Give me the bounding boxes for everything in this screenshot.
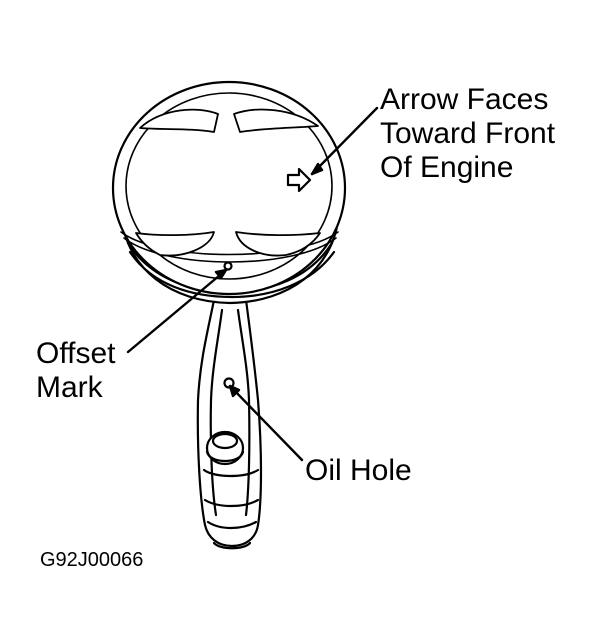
- valve-reliefs: [135, 108, 321, 257]
- arrow-faces-line-3: Of Engine: [380, 151, 514, 184]
- oil-hole-callout: Oil Hole: [305, 454, 412, 488]
- connecting-rod: [196, 298, 263, 550]
- wrist-pin-boss: [205, 430, 245, 466]
- arrow-faces-line-2: Toward Front: [380, 117, 556, 150]
- offset-mark-callout: Offset Mark: [36, 337, 115, 405]
- front-arrow-icon: [286, 167, 312, 193]
- leader-lines: [126, 106, 379, 462]
- offset-mark-line-2: Mark: [36, 371, 103, 404]
- offset-mark: [223, 261, 233, 271]
- arrow-faces-line-1: Arrow Faces: [380, 83, 549, 116]
- oil-hole-label: Oil Hole: [305, 454, 412, 487]
- arrow-faces-callout: Arrow Faces Toward Front Of Engine: [380, 83, 555, 185]
- figure-id-label: G92J00066: [40, 549, 144, 571]
- offset-mark-line-1: Offset: [36, 337, 116, 370]
